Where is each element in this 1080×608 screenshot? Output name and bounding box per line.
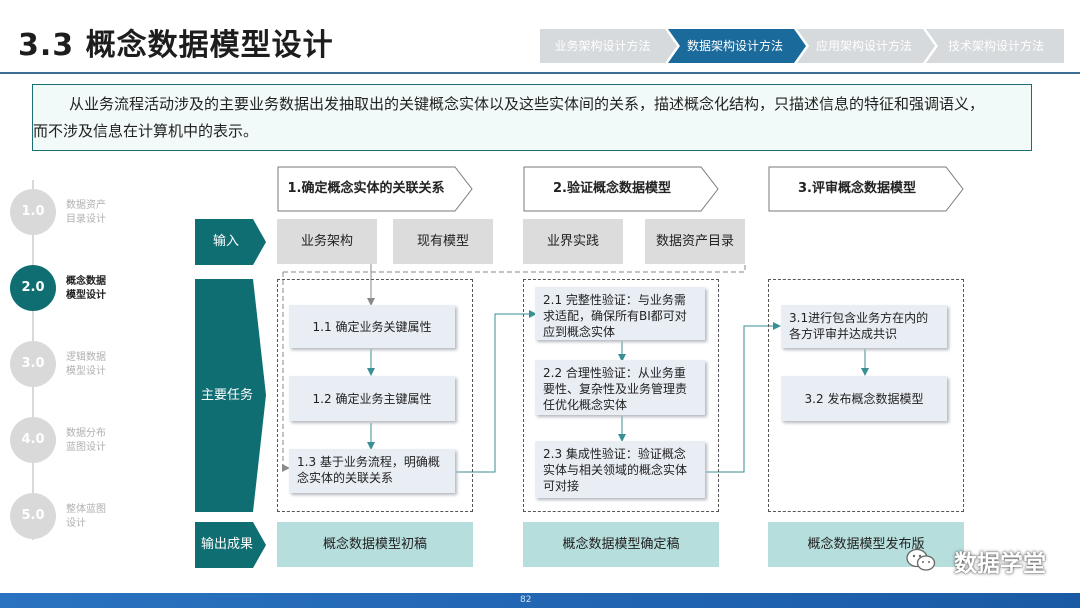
nav-item-business-arch[interactable]: 业务架构设计方法: [554, 39, 651, 53]
step-label-4-line2: 蓝图设计: [66, 442, 106, 453]
input-industry-practice: 业界实践: [523, 219, 623, 264]
nav-chevron-1: [540, 29, 677, 63]
step-circle-4[interactable]: 4.0: [10, 417, 56, 463]
nav-item-data-arch[interactable]: 数据架构设计方法: [686, 39, 783, 53]
step-label-4-line1: 数据分布: [66, 428, 106, 439]
stage-header-3: 3.评审概念数据模型: [768, 166, 964, 212]
input-frame-line: [282, 265, 746, 468]
task-1-1: 1.1 确定业务关键属性: [289, 305, 455, 348]
step-label-4: 数据分布 蓝图设计: [66, 427, 116, 455]
task-group-stage1: [277, 279, 473, 512]
row-label-output-text: 输出成果: [200, 537, 253, 552]
output-stage3: 概念数据模型发布版: [768, 522, 964, 567]
step-label-3-line2: 模型设计: [66, 366, 106, 377]
task-2-1: 2.1 完整性验证：与业务需求适配，确保所有BI都可对应到概念实体: [535, 287, 705, 340]
stage-header-1-label: 1.确定概念实体的关联关系: [287, 181, 445, 196]
input-business-arch: 业务架构: [277, 219, 377, 264]
description-box: 从业务流程活动涉及的主要业务数据出发抽取出的关键概念实体以及这些实体间的关系，描…: [32, 84, 1032, 151]
page-number: 82: [520, 595, 532, 605]
task-group-stage3: [768, 279, 964, 512]
task-2-2: 2.2 合理性验证：从业务重要性、复杂性及业务管理责任优化概念实体: [535, 360, 705, 415]
nav-chevron-3: [797, 29, 935, 63]
row-label-tasks-text: 主要任务: [200, 388, 253, 403]
task-1-2: 1.2 确定业务主键属性: [289, 376, 455, 421]
output-stage2: 概念数据模型确定稿: [523, 522, 719, 567]
stage-header-2: 2.验证概念数据模型: [523, 166, 719, 212]
wechat-icon: [906, 548, 936, 571]
bottom-bar: [0, 593, 1080, 608]
step-circle-1[interactable]: 1.0: [10, 189, 56, 235]
row-label-input-text: 输入: [212, 234, 239, 249]
step-circle-2[interactable]: 2.0: [10, 265, 56, 311]
step-label-3-line1: 逻辑数据: [66, 352, 106, 363]
step-circle-5[interactable]: 5.0: [10, 493, 56, 539]
title-divider: [0, 72, 1080, 74]
task-3-2: 3.2 发布概念数据模型: [781, 376, 947, 421]
step-label-2: 概念数据 模型设计: [66, 275, 116, 303]
stage-header-1: 1.确定概念实体的关联关系: [277, 166, 473, 212]
row-label-input: 输入: [195, 219, 267, 265]
stage-header-3-label: 3.评审概念数据模型: [798, 181, 916, 196]
step-label-3: 逻辑数据 模型设计: [66, 351, 116, 379]
arrow-stage2-to-stage3: [706, 322, 781, 473]
watermark-text: 数据学堂: [954, 551, 1046, 577]
page-title: 3.3 概念数据模型设计: [18, 28, 334, 63]
input-data-asset-catalog: 数据资产目录: [645, 219, 745, 264]
step-label-5-line2: 设计: [66, 518, 86, 529]
arrow-stage1-to-stage2: [455, 310, 537, 473]
nav-chevron-4: [926, 29, 1064, 63]
nav-chevrons: [540, 29, 1064, 63]
nav-item-tech-arch[interactable]: 技术架构设计方法: [947, 39, 1044, 53]
step-label-2-line1: 概念数据: [66, 276, 106, 287]
step-circle-3[interactable]: 3.0: [10, 341, 56, 387]
stage-header-2-label: 2.验证概念数据模型: [553, 181, 671, 196]
nav-chevron-2: [668, 29, 806, 63]
description-line-2: 而不涉及信息在计算机中的表示。: [33, 122, 259, 140]
task-2-3: 2.3 集成性验证：验证概念实体与相关领域的概念实体可对接: [535, 441, 705, 498]
output-stage1: 概念数据模型初稿: [277, 522, 473, 567]
row-label-output: 输出成果: [195, 522, 267, 568]
task-3-1: 3.1进行包含业务方在内的各方评审并达成共识: [781, 305, 947, 348]
step-label-1-line2: 目录设计: [66, 214, 106, 225]
task-group-stage2: [523, 279, 719, 512]
row-label-tasks: 主要任务: [195, 279, 267, 512]
description-line-1: 从业务流程活动涉及的主要业务数据出发抽取出的关键概念实体以及这些实体间的关系，描…: [69, 95, 985, 113]
step-label-5: 整体蓝图 设计: [66, 503, 116, 531]
task-1-3: 1.3 基于业务流程，明确概念实体的关联关系: [289, 449, 455, 493]
step-label-1-line1: 数据资产: [66, 200, 106, 211]
step-label-2-line2: 模型设计: [66, 290, 106, 301]
step-label-1: 数据资产 目录设计: [66, 199, 116, 227]
nav-item-app-arch[interactable]: 应用架构设计方法: [815, 39, 912, 53]
step-label-5-line1: 整体蓝图: [66, 504, 106, 515]
input-existing-model: 现有模型: [393, 219, 493, 264]
